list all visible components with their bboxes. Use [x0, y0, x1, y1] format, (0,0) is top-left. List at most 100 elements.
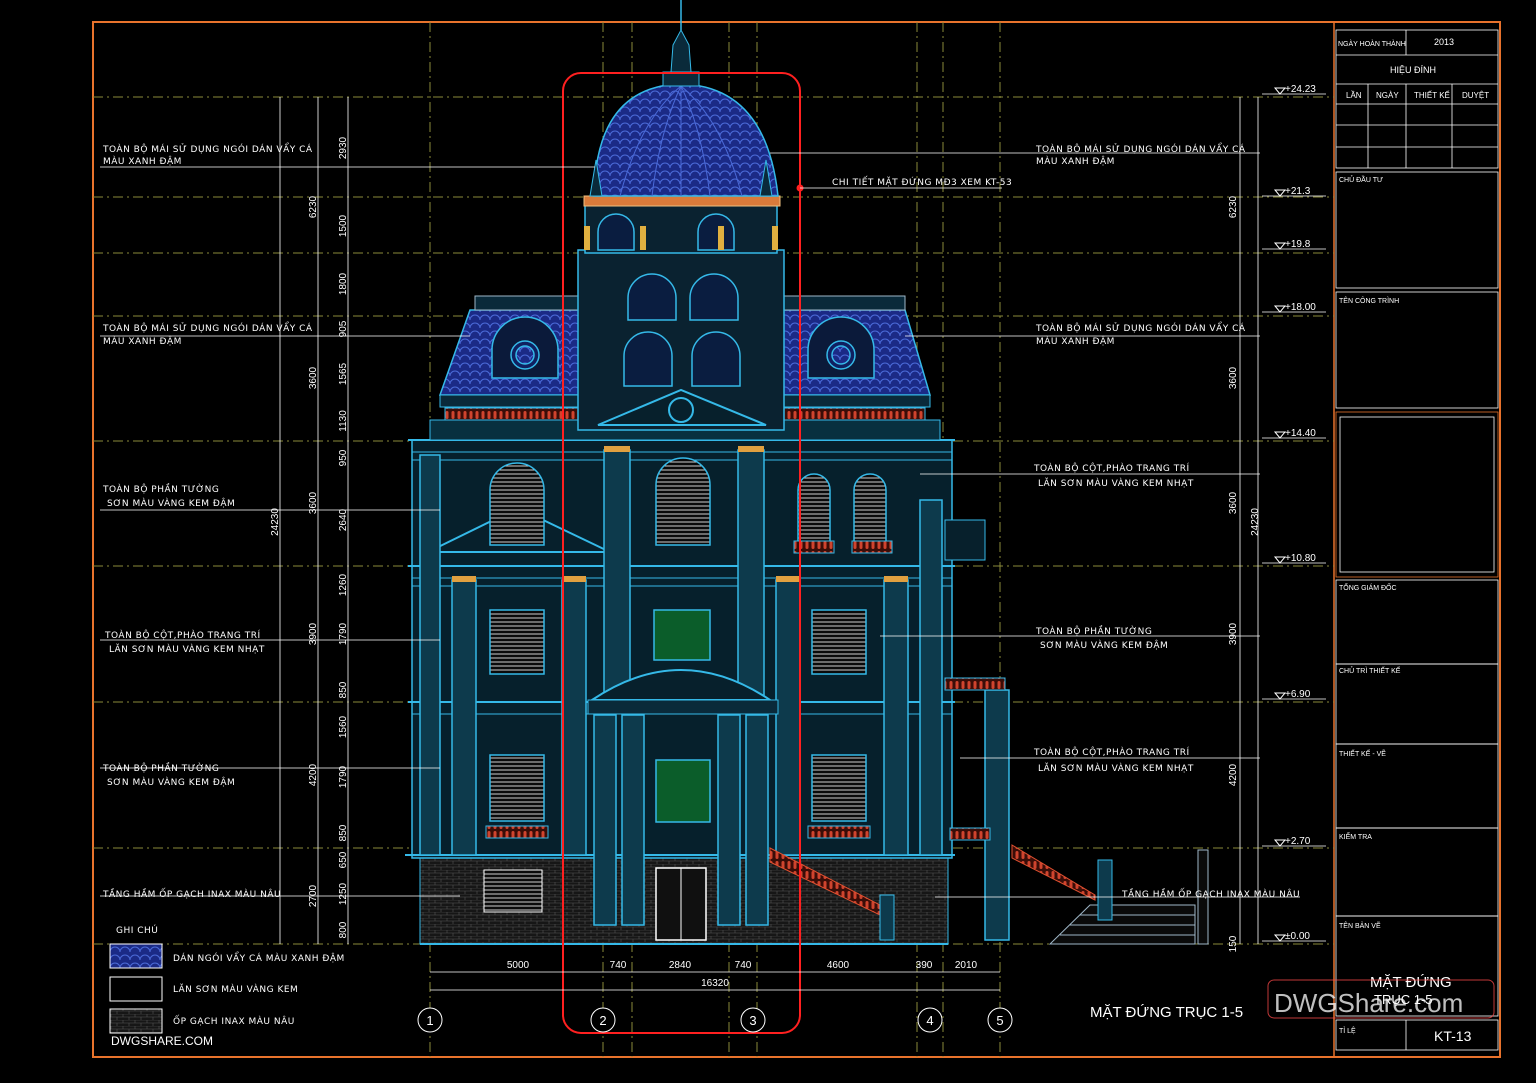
- level-label: +18.00: [1285, 302, 1316, 313]
- dimension-label: 1565: [338, 362, 349, 385]
- dimension-label: 1790: [338, 765, 349, 788]
- svg-text:LĂN SƠN MÀU VÀNG KEM NHẠT: LĂN SƠN MÀU VÀNG KEM NHẠT: [109, 643, 265, 655]
- level-marker-icon: [1273, 934, 1287, 942]
- drawing-title: MẶT ĐỨNG TRỤC 1-5: [1090, 1004, 1243, 1021]
- spire: [670, 28, 692, 73]
- svg-text:TOÀN BỘ PHẦN TƯỜNG: TOÀN BỘ PHẦN TƯỜNG: [102, 761, 219, 774]
- level-label: +2.70: [1285, 836, 1311, 847]
- svg-text:TOÀN BỘ MÁI SỬ DỤNG NGÓI DÁN V: TOÀN BỘ MÁI SỬ DỤNG NGÓI DÁN VẨY CÁ: [1035, 142, 1246, 155]
- axis-bubble: [917, 1007, 943, 1033]
- svg-text:LẦN: LẦN: [1346, 90, 1362, 100]
- title-block-frame: [1333, 21, 1501, 1058]
- dimension-label: 1130: [338, 410, 349, 432]
- title-block: [1335, 29, 1499, 1051]
- svg-text:MÀU XANH ĐẬM: MÀU XANH ĐẬM: [1036, 155, 1115, 167]
- dimension-label: 3600: [1228, 366, 1239, 389]
- left-dormer: [491, 316, 559, 379]
- svg-text:TOÀN BỘ MÁI SỬ DỤNG NGÓI DÁN V: TOÀN BỘ MÁI SỬ DỤNG NGÓI DÁN VẨY CÁ: [1035, 321, 1246, 334]
- dimension-label: 1800: [338, 272, 349, 295]
- level-marker-icon: [1273, 692, 1287, 700]
- watermark-right: DWGShare.com: [1267, 979, 1495, 1019]
- svg-text:TOÀN BỘ CỘT,PHÀO TRANG TRÍ: TOÀN BỘ CỘT,PHÀO TRANG TRÍ: [1033, 746, 1190, 758]
- svg-text:HIỆU ĐÍNH: HIỆU ĐÍNH: [1390, 65, 1436, 75]
- dimension-label: 2640: [338, 508, 349, 531]
- axis-label: 3: [749, 1013, 756, 1028]
- bottom-dimension-label: 740: [735, 960, 752, 971]
- bottom-dimension-label: 5000: [507, 960, 530, 971]
- legend-swatch-roof-tile: [109, 943, 163, 969]
- svg-text:TOÀN BỘ PHẦN TƯỜNG: TOÀN BỘ PHẦN TƯỜNG: [1035, 624, 1152, 637]
- level-marker-icon: [1273, 87, 1287, 95]
- bottom-dimension-label: 2840: [669, 960, 692, 971]
- svg-text:CHỦ TRÌ THIẾT KẾ: CHỦ TRÌ THIẾT KẾ: [1339, 665, 1401, 675]
- axis-bubble: [417, 1007, 443, 1033]
- svg-text:LĂN SƠN MÀU VÀNG KEM: LĂN SƠN MÀU VÀNG KEM: [173, 983, 298, 995]
- axis-bubble: [740, 1007, 766, 1033]
- axis-label: 5: [996, 1013, 1003, 1028]
- dimension-label: 1260: [338, 573, 349, 596]
- svg-text:MÀU XANH ĐẬM: MÀU XANH ĐẬM: [1036, 335, 1115, 347]
- annotation-leaders: [100, 152, 1300, 898]
- dimension-label: 150: [1228, 935, 1239, 952]
- bottom-dimension-label: 2010: [955, 960, 978, 971]
- legend: GHI CHÚ DÁN NGÓI VẨY CÁ MÀU XANH ĐẬM LĂN…: [109, 924, 344, 1034]
- bottom-dimension-label: 390: [916, 960, 933, 971]
- svg-text:KIỂM TRA: KIỂM TRA: [1339, 832, 1372, 841]
- dimension-label: 1500: [338, 214, 349, 237]
- level-marker-icon: [1273, 839, 1287, 847]
- bottom-dimension-total: 16320: [701, 978, 729, 989]
- level-marker-icon: [1273, 242, 1287, 250]
- dimension-label: 6230: [308, 195, 319, 218]
- axis-bubble: [987, 1007, 1013, 1033]
- svg-text:TOÀN BỘ CỘT,PHÀO TRANG TRÍ: TOÀN BỘ CỘT,PHÀO TRANG TRÍ: [104, 629, 261, 641]
- svg-text:KT-13: KT-13: [1434, 1028, 1472, 1044]
- bottom-dimension-lines: [430, 971, 1000, 991]
- dimension-label: 3600: [308, 491, 319, 514]
- level-label: +6.90: [1285, 689, 1311, 700]
- detail-callout-text: CHI TIẾT MẶT ĐỨNG MĐ3 XEM KT-53: [832, 176, 1012, 188]
- level-label: +14.40: [1285, 428, 1316, 439]
- svg-text:2013: 2013: [1434, 37, 1454, 47]
- svg-text:TOÀN BỘ PHẦN TƯỜNG: TOÀN BỘ PHẦN TƯỜNG: [102, 482, 219, 495]
- svg-text:MÀU XANH ĐẬM: MÀU XANH ĐẬM: [103, 335, 182, 347]
- svg-text:TẦNG HẦM ỐP GẠCH INAX MÀU NÂU: TẦNG HẦM ỐP GẠCH INAX MÀU NÂU: [1121, 887, 1300, 900]
- axis-label: 2: [599, 1013, 606, 1028]
- left-dimension-lines: [279, 97, 349, 944]
- right-dormer: [807, 316, 875, 379]
- svg-text:SƠN MÀU VÀNG KEM ĐẬM: SƠN MÀU VÀNG KEM ĐẬM: [107, 776, 235, 788]
- detail-callout-box: [562, 72, 801, 1034]
- building-elevation: [405, 0, 1209, 945]
- svg-text:SƠN MÀU VÀNG KEM ĐẬM: SƠN MÀU VÀNG KEM ĐẬM: [1040, 639, 1168, 651]
- svg-text:TỈ LỆ: TỈ LỆ: [1339, 1026, 1356, 1035]
- level-label: +19.8: [1285, 239, 1311, 250]
- svg-text:TOÀN BỘ CỘT,PHÀO TRANG TRÍ: TOÀN BỘ CỘT,PHÀO TRANG TRÍ: [1033, 462, 1190, 474]
- legend-swatch-paint: [109, 976, 163, 1002]
- svg-text:MẶT ĐỨNG: MẶT ĐỨNG: [1370, 974, 1452, 991]
- dimension-label: 1250: [338, 882, 349, 905]
- svg-text:TÊN BẢN VẼ: TÊN BẢN VẼ: [1339, 921, 1381, 930]
- axis-bubble: [590, 1007, 616, 1033]
- dimension-label: 6230: [1228, 195, 1239, 218]
- central-pediment: [597, 388, 767, 426]
- svg-text:ỐP GẠCH INAX MÀU NÂU: ỐP GẠCH INAX MÀU NÂU: [173, 1014, 295, 1027]
- dimension-label: 1790: [338, 622, 349, 645]
- level-marker-icon: [1273, 556, 1287, 564]
- svg-text:CHỦ ĐẦU TƯ: CHỦ ĐẦU TƯ: [1339, 174, 1383, 184]
- dimension-total-label: 24230: [270, 508, 281, 536]
- svg-text:LĂN SƠN MÀU VÀNG KEM NHẠT: LĂN SƠN MÀU VÀNG KEM NHẠT: [1038, 477, 1194, 489]
- dimension-label: 850: [338, 681, 349, 698]
- dimension-label: 850: [338, 824, 349, 841]
- level-label: +21.3: [1285, 186, 1311, 197]
- dome: [593, 83, 779, 197]
- svg-text:DWGShare.com: DWGShare.com: [1274, 988, 1463, 1018]
- dimension-label: 950: [338, 449, 349, 466]
- dimension-label: 3600: [1228, 491, 1239, 514]
- svg-text:TRỤC 1-5: TRỤC 1-5: [1374, 992, 1433, 1007]
- level-marker-icon: [1273, 431, 1287, 439]
- annotations-right: TOÀN BỘ MÁI SỬ DỤNG NGÓI DÁN VẨY CÁ MÀU …: [1033, 142, 1300, 900]
- svg-text:SƠN MÀU VÀNG KEM ĐẬM: SƠN MÀU VÀNG KEM ĐẬM: [107, 497, 235, 509]
- svg-text:NGÀY HOÀN THÀNH: NGÀY HOÀN THÀNH: [1338, 39, 1406, 48]
- svg-text:MÀU XANH ĐẬM: MÀU XANH ĐẬM: [103, 155, 182, 167]
- dimension-label: 3600: [308, 366, 319, 389]
